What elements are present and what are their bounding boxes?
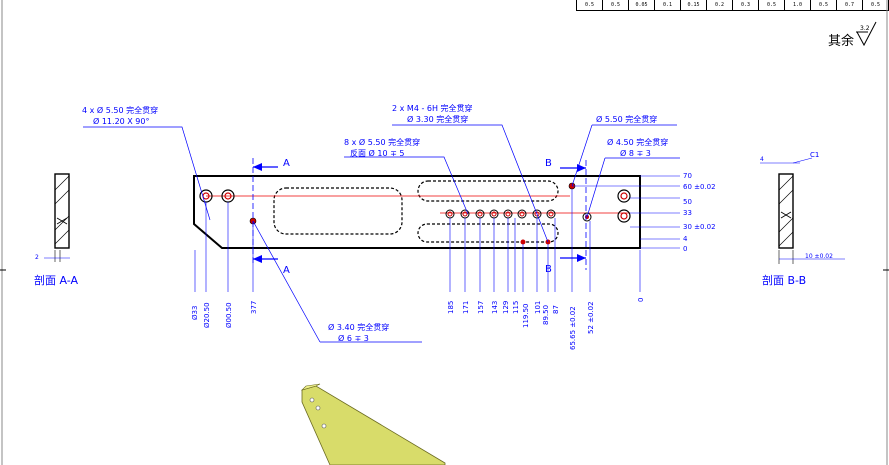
right-dim: 30 ±0.02 bbox=[683, 223, 716, 231]
right-dim-lines bbox=[572, 175, 680, 249]
note-thread-line2: Ø 3.30 完全贯穿 bbox=[407, 114, 468, 124]
bottom-dim: Ø00.50 bbox=[225, 302, 233, 328]
section-bb-label: 剖面 B-B bbox=[762, 273, 806, 287]
section-bb-dim-top: 4 bbox=[760, 156, 764, 163]
section-aa-dim: 2 bbox=[35, 254, 39, 261]
isometric-preview bbox=[300, 383, 446, 465]
roughness-cell: 1.0 bbox=[784, 0, 810, 10]
section-aa-view bbox=[44, 173, 70, 262]
bottom-dim: 0 bbox=[637, 298, 645, 302]
bottom-dim-labels: Ø33 Ø20.50 Ø00.50 377 185 171 157 143 12… bbox=[191, 298, 645, 350]
right-dim: 50 bbox=[683, 198, 692, 206]
roughness-cell: 0.7 bbox=[836, 0, 862, 10]
roughness-cell: 0.5 bbox=[602, 0, 628, 10]
surface-note: 其余 bbox=[828, 33, 854, 49]
roughness-cell: 0.5 bbox=[584, 2, 595, 8]
surface-finish-icon bbox=[856, 21, 877, 47]
section-bb-dim-bottom: 10 ±0.02 bbox=[805, 253, 833, 260]
hole-group bbox=[199, 182, 631, 245]
roughness-cell: 0.5 bbox=[810, 0, 836, 10]
note-hole-4x-line2: Ø 11.20 X 90° bbox=[93, 116, 150, 126]
bottom-dim: 65.65 ±0.02 bbox=[569, 306, 577, 350]
roughness-cell: 0.1 bbox=[654, 0, 680, 10]
section-bb-view bbox=[760, 157, 845, 264]
section-cut-b bbox=[560, 160, 587, 270]
bottom-dim: 87 bbox=[552, 305, 560, 314]
roughness-table: 0.5 0.5 0.05 0.1 0.15 0.2 0.3 0.5 1.0 0.… bbox=[576, 0, 889, 11]
note-hole-340-line1: Ø 3.40 完全贯穿 bbox=[328, 322, 389, 332]
right-dim: 70 bbox=[683, 172, 692, 180]
section-marker-b-top: B bbox=[545, 158, 552, 169]
bottom-dim: 52 ±0.02 bbox=[587, 301, 595, 334]
bottom-dim: 115 bbox=[512, 301, 520, 314]
bottom-dim: 119.50 bbox=[522, 304, 530, 329]
surface-finish-value: 3.2 bbox=[860, 25, 870, 32]
bottom-dim: 157 bbox=[477, 301, 485, 314]
note-thread-line1: 2 x M4 - 6H 完全贯穿 bbox=[392, 103, 473, 113]
section-marker-a-bottom: A bbox=[283, 265, 290, 276]
bottom-dim: 143 bbox=[491, 301, 499, 314]
roughness-cell: 0.15 bbox=[680, 0, 706, 10]
bottom-dim: 129 bbox=[502, 301, 510, 314]
bottom-dim: 185 bbox=[447, 301, 455, 314]
bottom-dim: Ø33 bbox=[191, 306, 199, 320]
roughness-cell: 0.5 bbox=[862, 0, 888, 10]
note-hole-4x-line1: 4 x Ø 5.50 完全贯穿 bbox=[82, 105, 158, 115]
right-dim: 60 ±0.02 bbox=[683, 183, 716, 191]
bottom-dim: 171 bbox=[462, 301, 470, 314]
section-marker-a-top: A bbox=[283, 158, 290, 169]
right-dim: 33 bbox=[683, 209, 692, 217]
bottom-dim: 89.50 bbox=[542, 305, 550, 325]
section-bb-chamfer: C1 bbox=[810, 151, 819, 159]
roughness-cell: 0.3 bbox=[732, 0, 758, 10]
main-plate-view bbox=[193, 175, 641, 249]
bottom-dim-lines bbox=[194, 189, 641, 292]
right-dim: 4 bbox=[683, 235, 688, 243]
note-hole-8x-line2: 反面 Ø 10 ∓ 5 bbox=[350, 148, 404, 158]
roughness-cell: 0.5 bbox=[758, 0, 784, 10]
note-hole-550: Ø 5.50 完全贯穿 bbox=[596, 114, 657, 124]
bottom-dim: Ø20.50 bbox=[203, 302, 211, 328]
right-dim: 0 bbox=[683, 245, 687, 253]
bottom-dim: 377 bbox=[250, 301, 258, 314]
roughness-cell: 0.2 bbox=[706, 0, 732, 10]
note-hole-340-line2: Ø 6 ∓ 3 bbox=[338, 333, 369, 343]
section-marker-b-bottom: B bbox=[545, 264, 552, 275]
section-aa-label: 剖面 A-A bbox=[34, 273, 79, 287]
note-hole-8x-line1: 8 x Ø 5.50 完全贯穿 bbox=[344, 137, 420, 147]
note-hole-450-line2: Ø 8 ∓ 3 bbox=[620, 148, 651, 158]
callout-leaders bbox=[83, 124, 680, 343]
bottom-dim: 101 bbox=[534, 301, 542, 314]
roughness-cell: 0.05 bbox=[628, 0, 654, 10]
note-hole-450-line1: Ø 4.50 完全贯穿 bbox=[607, 137, 668, 147]
